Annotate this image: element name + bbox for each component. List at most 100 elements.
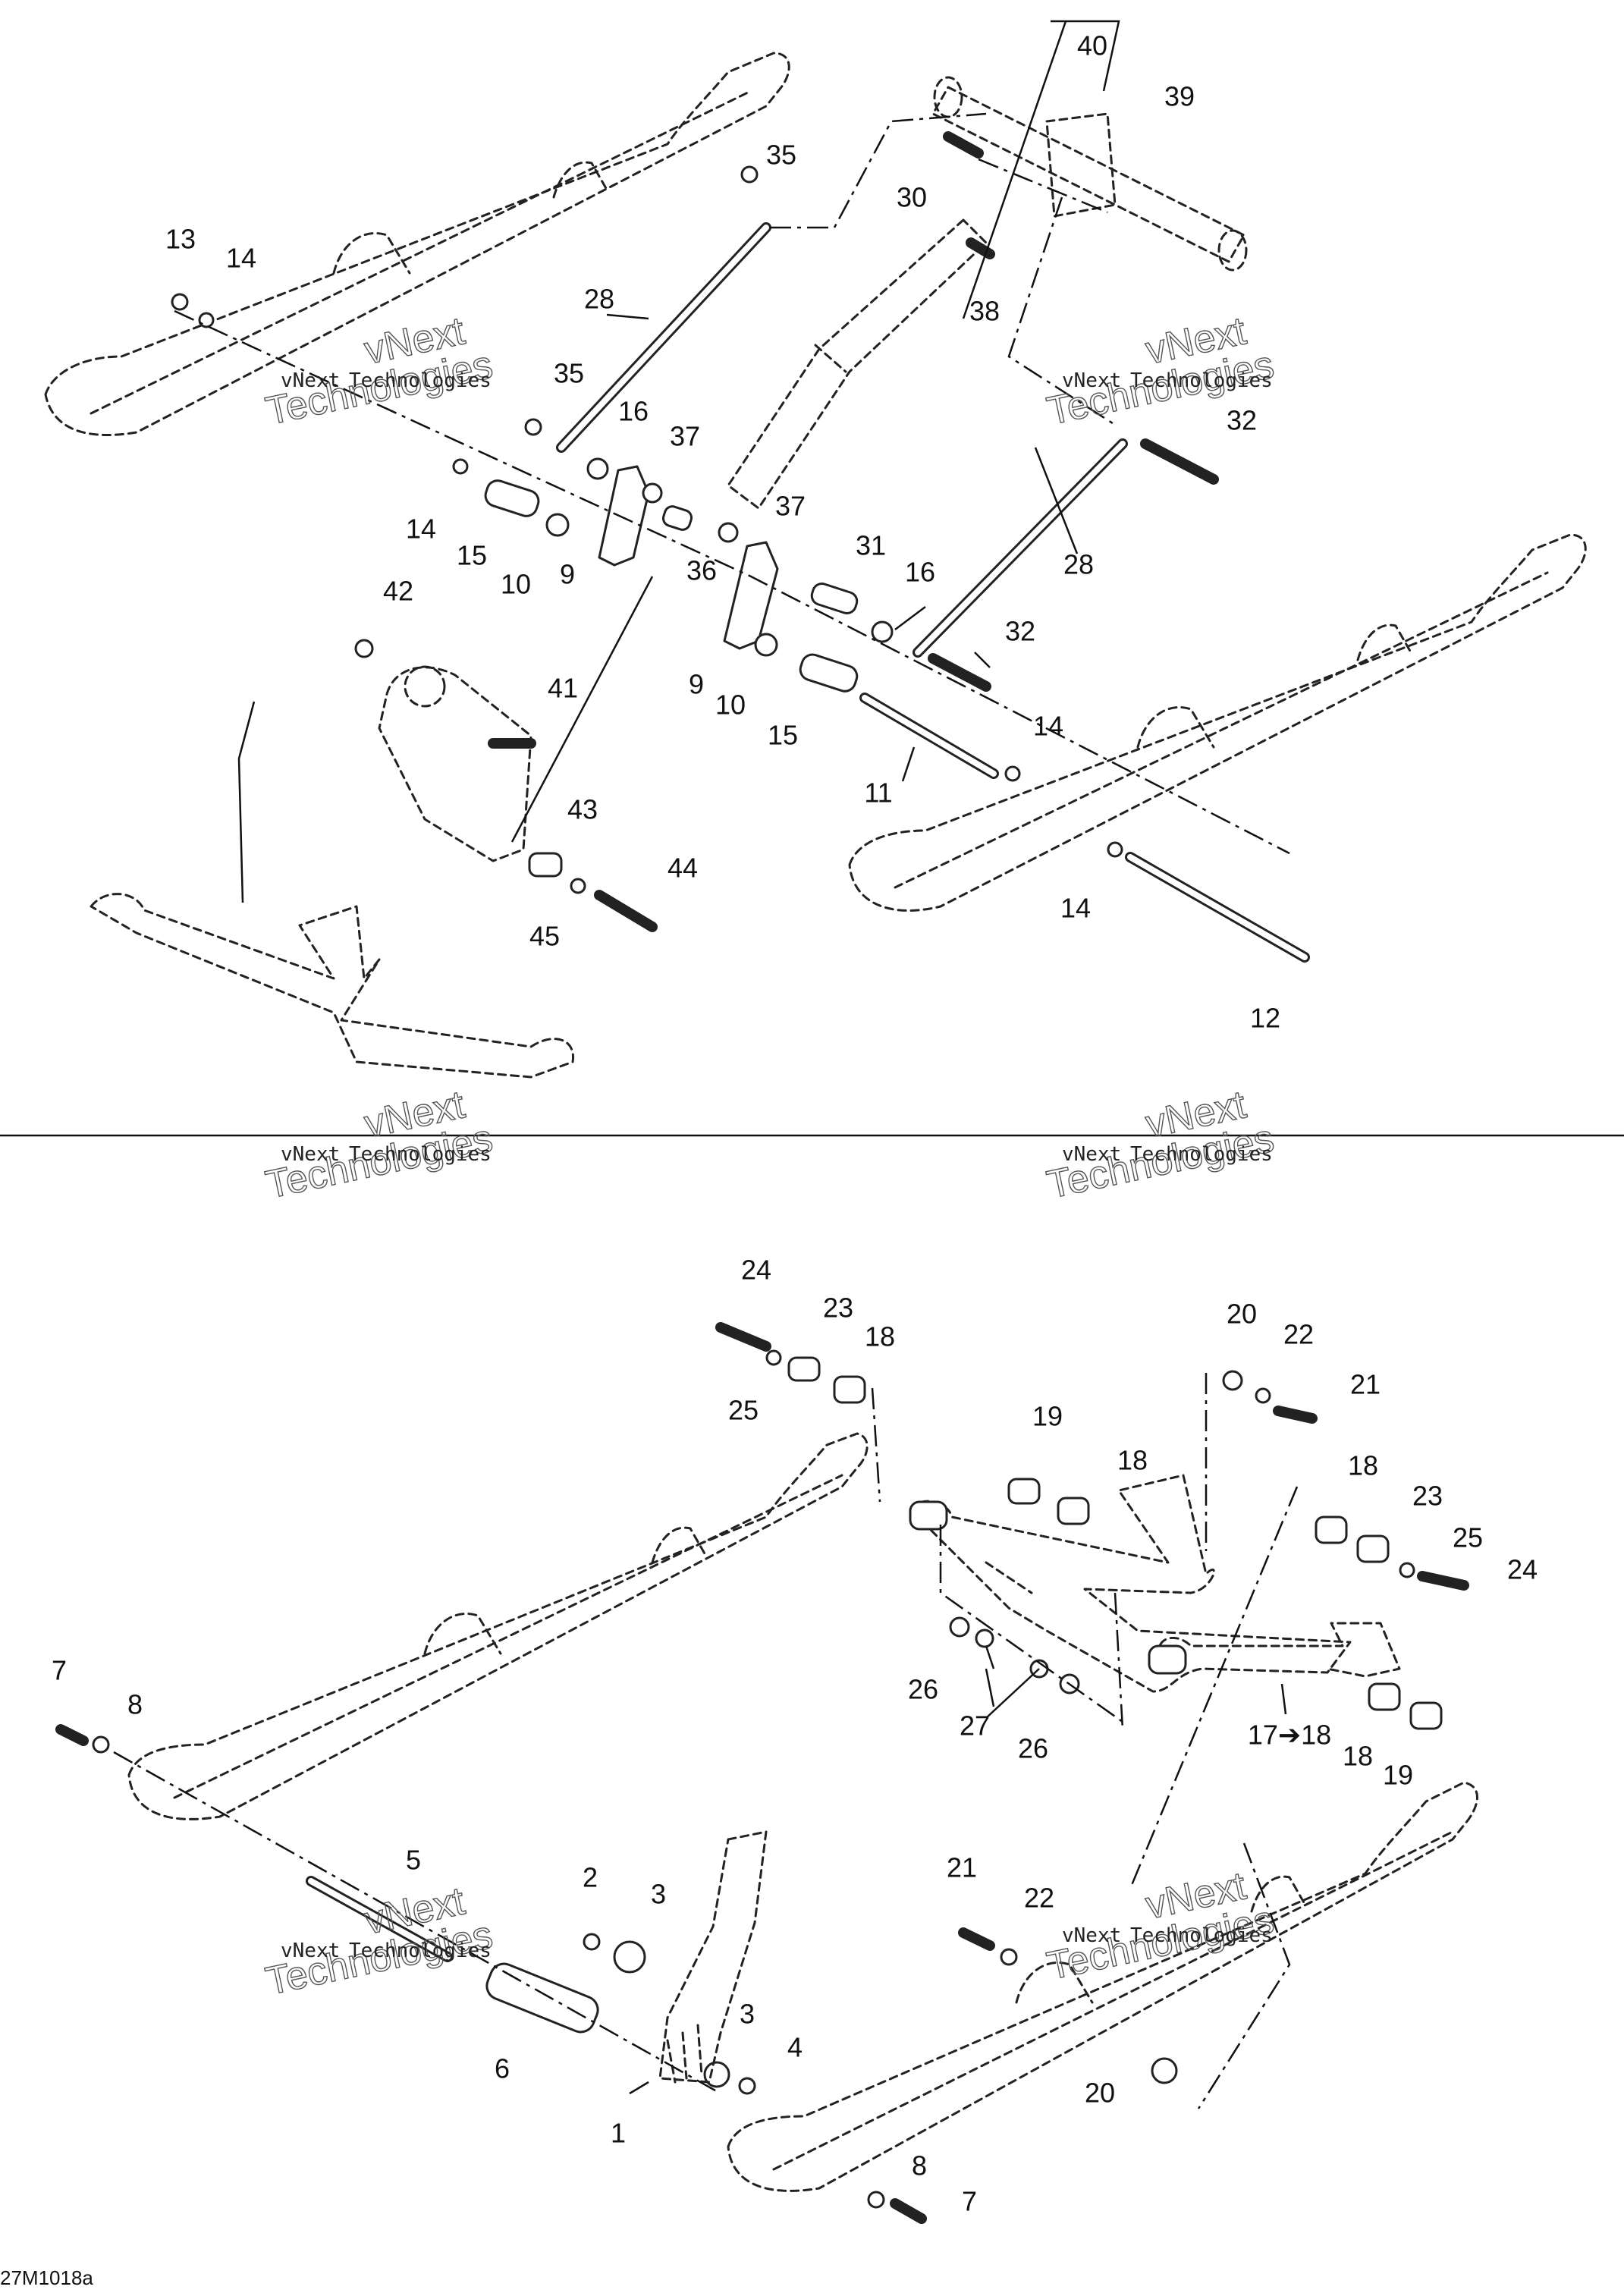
label-22-alt: 22 (1024, 1883, 1054, 1914)
upper-left-rail (44, 52, 790, 436)
label-19: 19 (1032, 1401, 1063, 1432)
label-24: 24 (741, 1255, 771, 1286)
svg-text:vNext: vNext (1062, 369, 1121, 392)
label-16-alt: 16 (905, 557, 935, 588)
torque-rods (556, 222, 1128, 658)
svg-text:Technologies: Technologies (349, 1143, 492, 1166)
label-7: 7 (52, 1655, 67, 1686)
front-cross-shaft (931, 76, 1248, 272)
label-28-alt: 28 (1063, 549, 1094, 580)
label-11: 11 (864, 777, 892, 809)
label-5: 5 (406, 1845, 421, 1876)
label-23: 23 (823, 1292, 853, 1324)
label-14-alt2: 14 (1033, 711, 1063, 742)
label-30: 30 (897, 182, 927, 213)
svg-text:vNext: vNext (1062, 1143, 1121, 1166)
upper-right-rail (848, 533, 1587, 912)
upper-shafts-and-bolts (859, 131, 1310, 963)
label-10: 10 (501, 569, 531, 600)
shock-absorber-upper (727, 218, 988, 510)
rear-suspension-arm (909, 1474, 1401, 1693)
watermark: Technologies vNext vNext Technologies (262, 1082, 497, 1208)
svg-text:Technologies: Technologies (1130, 1143, 1273, 1166)
label-8-alt: 8 (912, 2150, 927, 2181)
upper-bushings (171, 165, 1123, 858)
label-36: 36 (686, 555, 717, 586)
part-labels: 1 2 3 3 4 5 6 7 7 8 8 9 9 10 10 11 12 13… (52, 30, 1538, 2217)
label-19-alt: 19 (1383, 1760, 1413, 1791)
label-41: 41 (548, 673, 578, 704)
watermark: Technologies vNext vNext Technologies (262, 1879, 497, 2005)
label-17: 17➔18 (1248, 1720, 1331, 1751)
lower-shock-absorber (354, 639, 658, 932)
lower-axis-lines (113, 1373, 1299, 2109)
label-39: 39 (1164, 81, 1195, 112)
rear-arm-inset (90, 893, 574, 1079)
label-31: 31 (856, 530, 886, 561)
label-13: 13 (165, 224, 196, 255)
label-7-alt: 7 (962, 2186, 977, 2217)
label-28: 28 (584, 284, 614, 315)
label-14-alt3: 14 (1060, 893, 1091, 924)
label-18-alt3: 18 (1343, 1741, 1373, 1772)
label-9: 9 (560, 559, 575, 590)
watermark: Technologies vNext vNext Technologies (1043, 1864, 1278, 1990)
watermark: Technologies vNext vNext Technologies (1043, 1082, 1278, 1208)
svg-text:Technologies: Technologies (1130, 369, 1273, 392)
label-14: 14 (226, 243, 256, 274)
label-35-alt: 35 (554, 358, 584, 389)
watermark: Technologies vNext vNext Technologies (262, 309, 497, 435)
label-20: 20 (1227, 1299, 1257, 1330)
label-4: 4 (787, 2032, 803, 2063)
label-21: 21 (1350, 1369, 1381, 1400)
label-24-alt: 24 (1507, 1554, 1538, 1585)
lower-bolts (55, 1322, 1469, 2224)
label-35: 35 (766, 140, 796, 171)
label-16: 16 (618, 396, 649, 427)
label-44: 44 (668, 853, 698, 884)
svg-text:vNext: vNext (281, 1143, 340, 1166)
svg-text:Technologies: Technologies (349, 1940, 492, 1962)
label-32: 32 (1227, 405, 1257, 436)
label-12: 12 (1250, 1003, 1280, 1034)
upper-leader-lines (237, 20, 1120, 903)
label-45: 45 (529, 921, 560, 952)
label-14-alt1: 14 (406, 514, 436, 545)
label-3-alt: 3 (740, 1999, 755, 2030)
drawing-code: 27M1018a (0, 2266, 93, 2289)
label-18-alt1: 18 (1117, 1445, 1148, 1476)
label-26: 26 (908, 1674, 938, 1705)
label-15: 15 (457, 540, 487, 571)
lower-left-rail (127, 1432, 869, 1820)
label-15-alt: 15 (768, 720, 798, 751)
label-20-alt: 20 (1085, 2078, 1115, 2109)
label-9-alt: 9 (689, 669, 704, 700)
label-37-alt: 37 (775, 491, 806, 522)
label-18: 18 (865, 1321, 895, 1352)
label-32-alt: 32 (1005, 616, 1035, 647)
label-26-alt: 26 (1018, 1733, 1048, 1764)
label-1: 1 (611, 2118, 626, 2149)
label-3: 3 (651, 1879, 666, 1910)
lower-bushings (92, 1349, 1443, 2209)
label-37: 37 (670, 421, 700, 452)
label-42: 42 (383, 576, 413, 607)
label-2: 2 (583, 1862, 598, 1893)
label-22: 22 (1283, 1319, 1314, 1350)
lower-leader-lines (629, 1645, 1287, 2095)
label-25: 25 (728, 1395, 759, 1426)
label-40: 40 (1077, 30, 1107, 61)
svg-text:Technologies: Technologies (349, 369, 492, 392)
label-25-alt: 25 (1453, 1522, 1483, 1553)
rear-bumper-bracket (658, 1830, 768, 2084)
label-27: 27 (960, 1710, 990, 1742)
label-23-alt: 23 (1412, 1481, 1443, 1512)
upper-axis-lines (174, 112, 1290, 855)
label-43: 43 (567, 794, 598, 825)
svg-text:vNext: vNext (1062, 1924, 1121, 1947)
label-38: 38 (969, 296, 1000, 327)
label-10-alt: 10 (715, 689, 746, 721)
label-21-alt: 21 (947, 1852, 977, 1883)
svg-text:Technologies: Technologies (1130, 1924, 1273, 1947)
